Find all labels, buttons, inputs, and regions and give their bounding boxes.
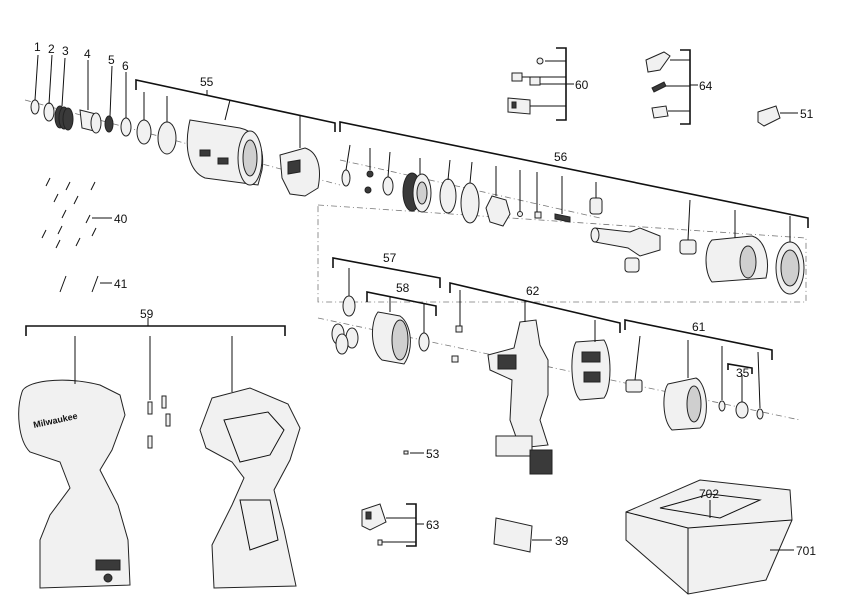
- rotor: [663, 377, 707, 431]
- callout-58: 58: [396, 281, 410, 295]
- callout-60: 60: [575, 78, 589, 92]
- callout-51: 51: [800, 107, 814, 121]
- callout-1: 1: [34, 40, 41, 54]
- part-51: [757, 105, 798, 127]
- callout-62: 62: [526, 284, 540, 298]
- assembly-axes: [24, 99, 807, 421]
- callout-701: 701: [796, 544, 816, 558]
- group-55: [135, 79, 336, 197]
- housing-left: Milwaukee: [18, 379, 131, 589]
- group-57: [331, 257, 441, 355]
- callout-40: 40: [114, 212, 128, 226]
- group-61: [624, 319, 773, 431]
- motor-stator-board: [571, 339, 611, 401]
- carry-case: [625, 479, 794, 595]
- group-59: Milwaukee: [18, 318, 301, 589]
- rubber-boot: [279, 147, 320, 197]
- callout-5: 5: [108, 53, 115, 67]
- callout-57: 57: [383, 251, 397, 265]
- group-60: [507, 47, 574, 121]
- callout-labels: 1 2 3 4 5 6 55 60 64 51 56 40 41 57 58 6…: [34, 40, 816, 558]
- callout-61: 61: [692, 320, 706, 334]
- anvil: [590, 227, 661, 257]
- part-39: [493, 517, 552, 553]
- screws-40: [41, 177, 112, 249]
- callout-64: 64: [699, 79, 713, 93]
- callout-3: 3: [62, 44, 69, 58]
- callout-41: 41: [114, 277, 128, 291]
- callout-59: 59: [140, 307, 154, 321]
- pins: [147, 395, 171, 449]
- ring-gear: [372, 311, 411, 365]
- group-64: [645, 49, 698, 125]
- callout-4: 4: [84, 47, 91, 61]
- callout-56: 56: [554, 150, 568, 164]
- callout-35: 35: [736, 366, 750, 380]
- callout-6: 6: [122, 59, 129, 73]
- screws-41: [59, 275, 112, 293]
- callout-39: 39: [555, 534, 569, 548]
- group-63: [361, 503, 424, 547]
- callout-55: 55: [200, 75, 214, 89]
- spring-3: [54, 105, 74, 131]
- group-62: [449, 281, 621, 475]
- nose-housing: [186, 119, 264, 186]
- gear-carrier: [402, 172, 432, 213]
- callout-702: 702: [699, 487, 719, 501]
- callout-2: 2: [48, 42, 55, 56]
- callout-53: 53: [426, 447, 440, 461]
- group-56: [339, 121, 809, 295]
- part-53: [403, 450, 424, 455]
- switch-assembly: [487, 319, 553, 475]
- group-58: [366, 291, 437, 365]
- callout-63: 63: [426, 518, 440, 532]
- hammer-case: [705, 235, 768, 283]
- front-rings: [30, 54, 132, 137]
- housing-right: [199, 387, 301, 589]
